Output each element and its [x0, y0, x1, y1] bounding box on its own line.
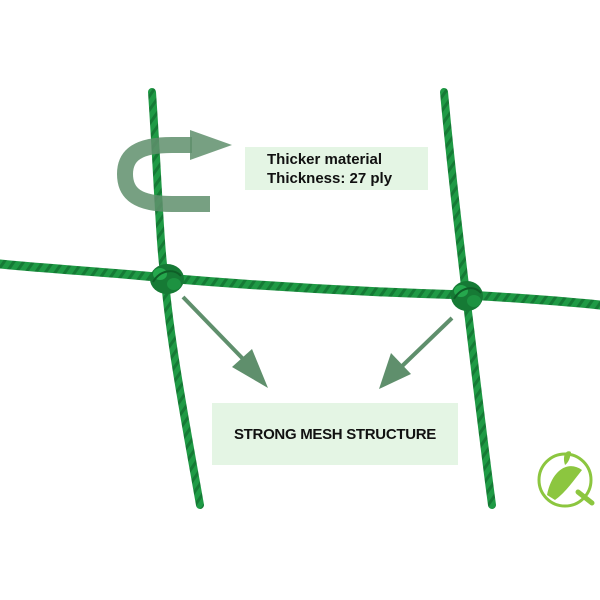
rope-horizontal: [0, 259, 600, 310]
knot-left: [150, 264, 184, 294]
material-line-1: Thicker material: [267, 151, 383, 168]
material-callout: Thicker material Thickness: 27 ply: [245, 147, 428, 190]
arrow-icon: [181, 295, 268, 388]
structure-label: STRONG MESH STRUCTURE: [233, 425, 437, 443]
u-turn-arrow-icon: [116, 130, 232, 212]
material-line-2: Thickness: 27 ply: [267, 170, 393, 187]
knot-right: [451, 281, 483, 311]
leaf-logo-icon: [537, 451, 595, 508]
arrow-icon: [379, 316, 454, 389]
structure-callout: STRONG MESH STRUCTURE: [212, 403, 458, 465]
